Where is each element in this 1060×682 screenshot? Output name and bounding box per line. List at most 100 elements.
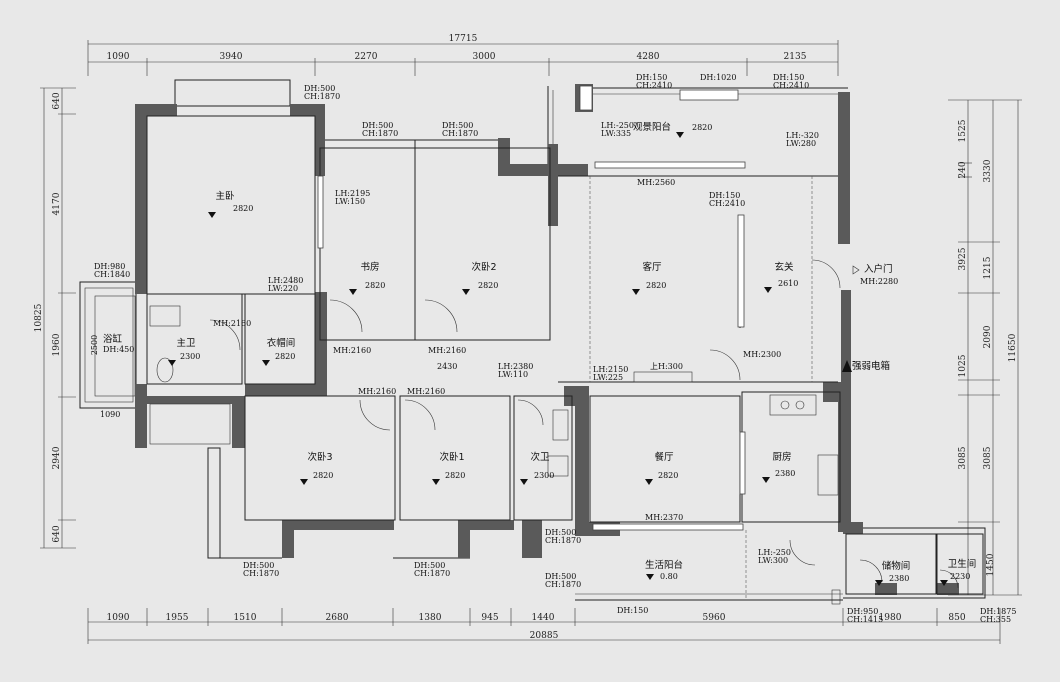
dim-bot-8: 5960 — [703, 613, 726, 623]
dim-left-3: 1960 — [52, 333, 62, 356]
room-master-bedroom: 主卧 2820 — [208, 190, 253, 218]
opening-tag: MH:2160 — [213, 319, 251, 328]
dim-right-2: 240 — [958, 161, 968, 178]
dim-left-2: 4170 — [52, 192, 62, 215]
opening-tag: LW:225 — [593, 373, 623, 382]
dimension-right: 1525 240 3925 1215 2090 1025 3085 1450 3… — [948, 99, 1022, 596]
dim-right-6: 1025 — [958, 354, 968, 377]
room-dining: 餐厅 2820 — [645, 451, 678, 485]
opening-tag: DH:1875 — [980, 607, 1016, 616]
room-bedroom-1: 次卧1 2820 — [432, 451, 465, 485]
opening-tag: LW:280 — [786, 139, 816, 148]
dim-left-5: 640 — [52, 525, 62, 542]
dim-bot-9: 1980 — [879, 613, 902, 623]
level-marker-icon — [432, 479, 440, 485]
level-marker-icon — [300, 479, 308, 485]
room-name: 次卫 — [530, 451, 550, 463]
level-marker-icon — [676, 132, 684, 138]
room-name: 次卧2 — [471, 261, 496, 273]
opening-tag: DH:150 — [773, 73, 804, 82]
room-height: 2820 — [313, 471, 333, 480]
dim-right-3: 3925 — [958, 247, 968, 270]
panel-label: 强弱电箱 — [852, 360, 890, 372]
room-height: 2820 — [478, 281, 498, 290]
opening-tag: DH:500 — [414, 561, 445, 570]
opening-tag: LH:2195 — [335, 189, 370, 198]
dim-bot-2: 1955 — [166, 613, 189, 623]
room-name: 储物间 — [882, 560, 911, 572]
room-study: 书房 2820 — [349, 261, 385, 295]
opening-tag: LW:110 — [498, 370, 528, 379]
interior-walls — [146, 85, 984, 605]
opening-tag: DH:500 — [243, 561, 274, 570]
room-height: 2820 — [365, 281, 385, 290]
dimension-top: 17715 1090 3940 2270 3000 4280 2135 — [87, 34, 839, 76]
room-name: 次卧1 — [439, 451, 464, 463]
opening-tag: CH:1870 — [414, 569, 450, 578]
opening-tag: MH:2160 — [407, 387, 445, 396]
level-marker-icon — [168, 360, 176, 366]
room-master-bath: 主卫 2300 — [168, 337, 200, 366]
opening-tag: DH:150 — [709, 191, 740, 200]
level-marker-icon — [940, 580, 948, 586]
room-second-bath: 次卫 2300 — [520, 451, 554, 485]
dimension-bottom: 1090 1955 1510 2680 1380 945 1440 5960 1… — [87, 608, 1001, 644]
room-height: 2380 — [889, 574, 909, 583]
opening-tag: LH:2150 — [593, 365, 628, 374]
dim-bot-4: 2680 — [326, 613, 349, 623]
room-height: 2820 — [658, 471, 678, 480]
room-height: 2300 — [534, 471, 554, 480]
room-labels: 主卧 2820 书房 2820 次卧2 2820 客厅 2820 玄关 2610… — [168, 121, 976, 586]
opening-tag: DH:500 — [362, 121, 393, 130]
opening-tag: CH:355 — [980, 615, 1011, 624]
opening-tag: LH:-250 — [758, 548, 791, 557]
room-name: 餐厅 — [654, 451, 674, 463]
room-height: 2820 — [692, 123, 712, 132]
dim-right-total: 11650 — [1008, 333, 1018, 362]
room-name: 玄关 — [774, 261, 794, 273]
up-height-label: 上H:300 — [650, 362, 683, 371]
opening-tag: DH:500 — [442, 121, 473, 130]
room-height: 2820 — [646, 281, 666, 290]
dim-bot-7: 1440 — [532, 613, 555, 623]
room-living-room: 客厅 2820 — [632, 261, 666, 295]
dim-right-8: 1450 — [986, 553, 996, 576]
room-name: 次卧3 — [307, 451, 332, 463]
opening-tag: CH:1870 — [545, 536, 581, 545]
opening-tag: LH:-320 — [786, 131, 819, 140]
level-marker-icon — [764, 287, 772, 293]
room-height: 2380 — [775, 469, 795, 478]
dim-bot-1: 1090 — [107, 613, 130, 623]
opening-tag: CH:1870 — [545, 580, 581, 589]
room-name: 书房 — [360, 261, 379, 273]
dim-bot-5: 1380 — [419, 613, 442, 623]
opening-tag: CH:2410 — [636, 81, 672, 90]
opening-tag: DH:150 — [636, 73, 667, 82]
room-height: 0.80 — [660, 572, 678, 581]
opening-tag: DH:500 — [545, 572, 576, 581]
level-marker-icon — [349, 289, 357, 295]
dim-top-2: 3940 — [220, 52, 243, 62]
room-height: 2820 — [275, 352, 295, 361]
room-name: 主卧 — [215, 190, 235, 202]
room-bedroom-3: 次卧3 2820 — [300, 451, 333, 485]
room-name: 卫生间 — [948, 558, 977, 570]
opening-tag: DH:500 — [545, 528, 576, 537]
dimension-left: 640 4170 1960 2940 640 10825 — [34, 87, 76, 549]
dim-top-6: 2135 — [784, 52, 807, 62]
opening-tag: CH:1840 — [94, 270, 130, 279]
dim-left-1: 640 — [52, 92, 62, 109]
level-marker-icon — [208, 212, 216, 218]
opening-tag: MH:2300 — [743, 350, 781, 359]
bath-width: 1090 — [100, 410, 120, 419]
dim-left-total: 10825 — [34, 303, 44, 332]
dim-bot-3: 1510 — [234, 613, 257, 623]
room-name: 主卫 — [176, 337, 196, 349]
room-name: 客厅 — [642, 261, 662, 273]
room-service-balcony: 生活阳台 0.80 — [645, 559, 683, 581]
opening-tag: LW:150 — [335, 197, 365, 206]
dim-top-3: 2270 — [355, 52, 378, 62]
annotations: 浴缸 DH:450 入户门 MH:2280 强弱电箱 上H:300 2430 1… — [90, 263, 898, 419]
door-swings — [209, 259, 959, 589]
dim-right-4: 1215 — [983, 256, 993, 279]
